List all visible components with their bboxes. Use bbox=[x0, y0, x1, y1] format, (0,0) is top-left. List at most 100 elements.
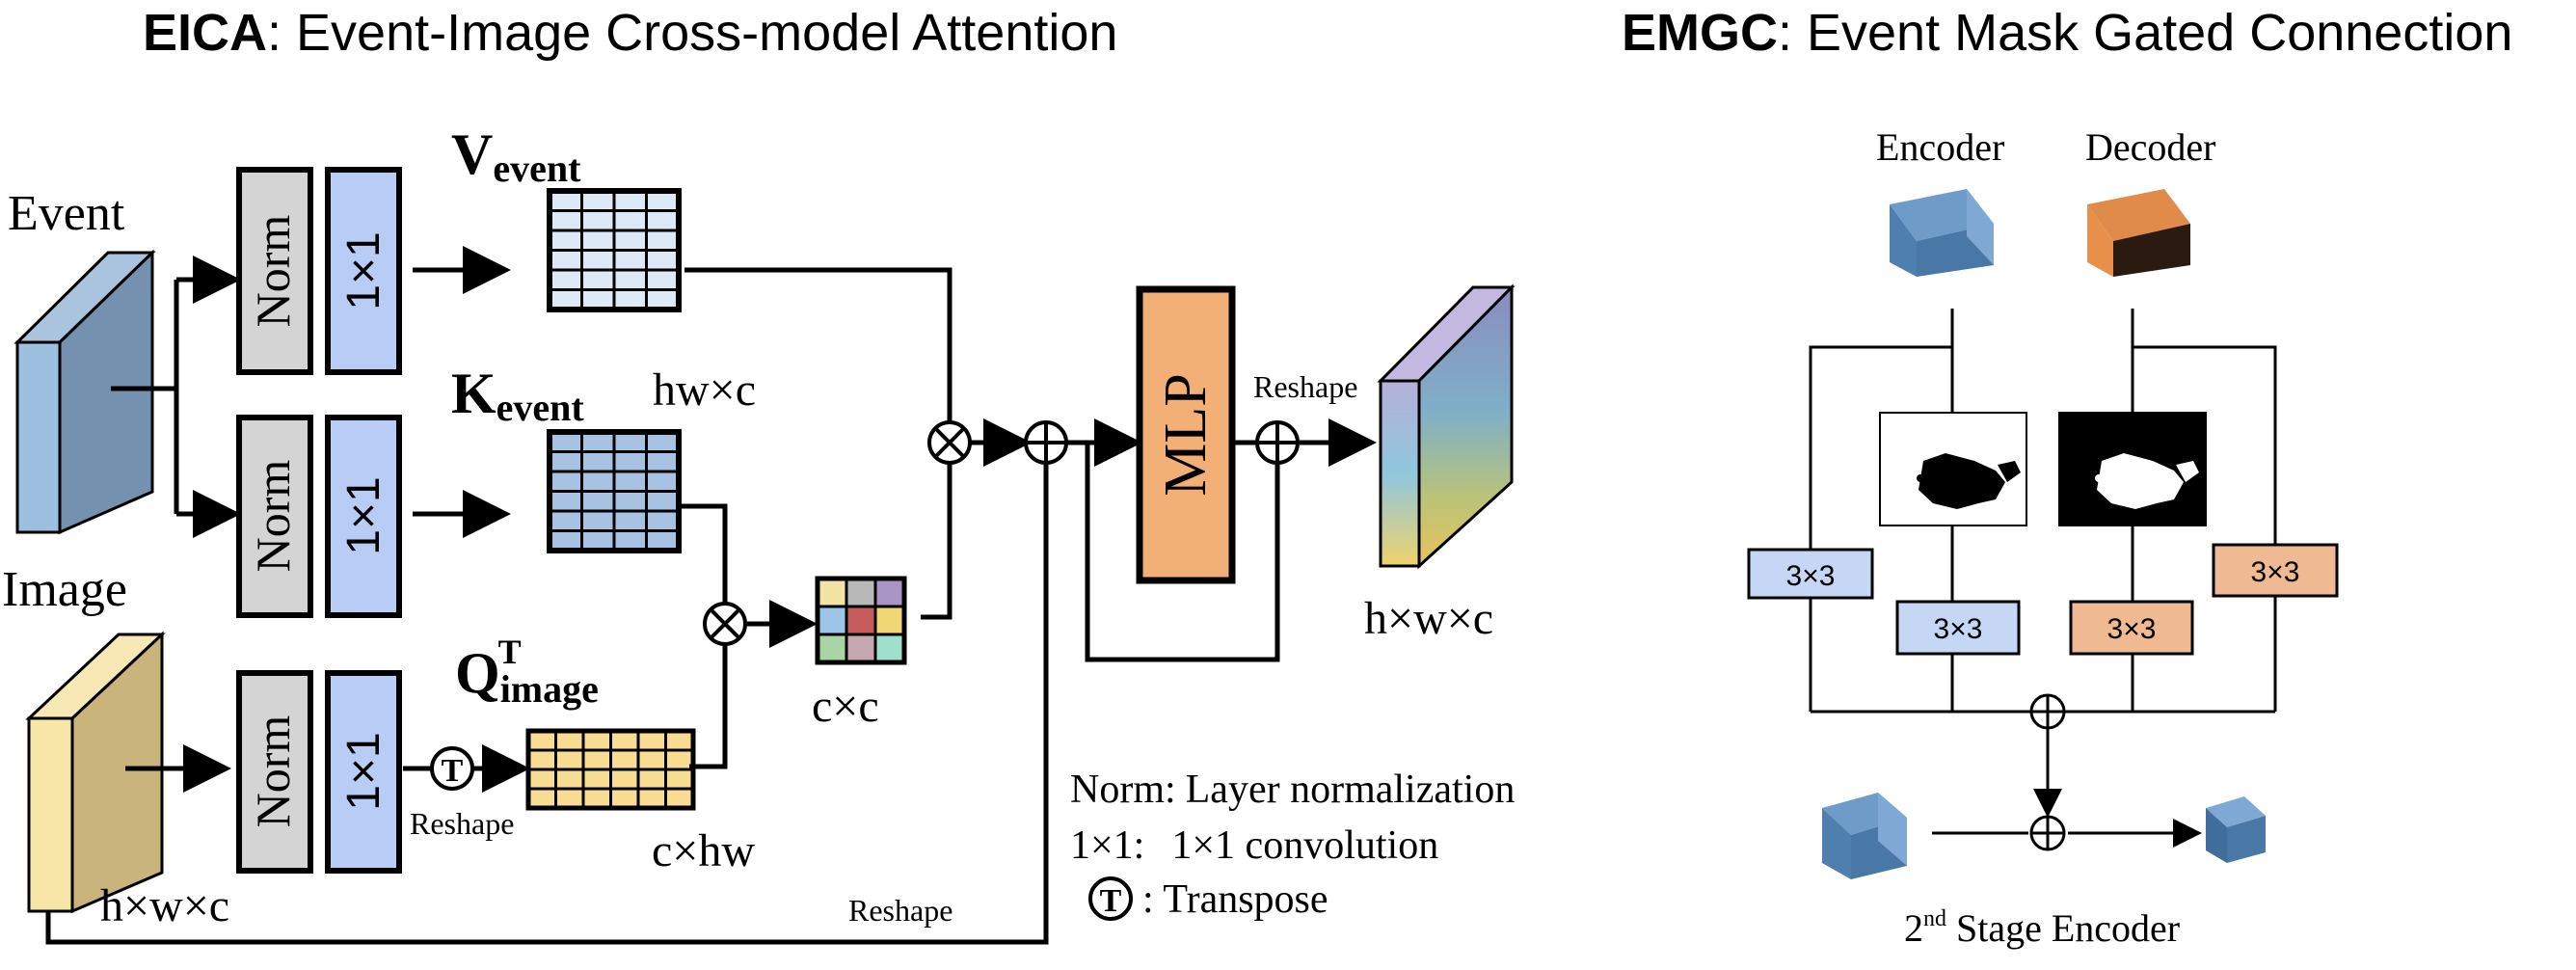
c-c-label: c×c bbox=[812, 681, 879, 732]
output-block bbox=[1377, 283, 1516, 570]
conv3x3-center-orange: 3×3 bbox=[2069, 600, 2194, 656]
v-matrix-cell bbox=[580, 249, 616, 272]
hw-c-label: hw×c bbox=[653, 364, 756, 416]
decoder-block-icon bbox=[2087, 189, 2190, 277]
norm-label-q: Norm bbox=[246, 715, 300, 828]
q-matrix-cell bbox=[609, 729, 640, 752]
emgc-add-op-2 bbox=[2029, 815, 2066, 851]
add-op-1 bbox=[1024, 420, 1068, 465]
q-branch-norm-conv: Norm 1×1 bbox=[236, 670, 402, 874]
conv3x3-left-blue: 3×3 bbox=[1747, 548, 1874, 600]
k-matrix-cell bbox=[612, 450, 648, 473]
v-matrix-cell bbox=[548, 189, 583, 212]
k-matrix-cell bbox=[580, 509, 616, 532]
k-matrix-cell bbox=[548, 509, 583, 532]
v-event-matrix bbox=[547, 188, 682, 312]
k-matrix-cell bbox=[548, 450, 583, 473]
conv-label-k: 1×1 bbox=[338, 476, 389, 554]
k-matrix-cell bbox=[548, 490, 583, 513]
legend-transpose-symbol: T bbox=[1100, 883, 1122, 919]
conv-box-k bbox=[325, 415, 402, 618]
q-matrix-cell bbox=[581, 787, 612, 810]
norm-label-v: Norm bbox=[246, 215, 300, 328]
q-matrix-cell bbox=[526, 748, 557, 771]
add-op-2 bbox=[1255, 420, 1300, 465]
k-matrix-cell bbox=[548, 430, 583, 453]
v-matrix-cell bbox=[548, 288, 583, 311]
reshape-bottom-label: Reshape bbox=[848, 893, 953, 928]
v-matrix-cell bbox=[580, 268, 616, 291]
k-matrix-cell-border bbox=[547, 429, 682, 553]
norm-box-q bbox=[236, 670, 313, 874]
multiply-op-mid bbox=[703, 602, 747, 646]
k-event-label: Kevent bbox=[451, 362, 584, 429]
k-matrix-cell bbox=[548, 470, 583, 493]
svg-text:3×3: 3×3 bbox=[1934, 613, 1983, 645]
k-matrix-cell bbox=[612, 430, 648, 453]
q-matrix-cell bbox=[581, 729, 612, 752]
v-matrix-cell bbox=[645, 209, 681, 232]
v-matrix-cell bbox=[645, 229, 681, 252]
encoder-block-icon bbox=[1890, 189, 1994, 277]
q-matrix-cell bbox=[636, 729, 667, 752]
v-matrix-cell bbox=[645, 249, 681, 272]
v-matrix-cell bbox=[612, 209, 648, 232]
reshape-label-q: Reshape bbox=[410, 806, 514, 841]
c-by-c-matrix bbox=[815, 576, 907, 665]
c-hw-label: c×hw bbox=[652, 825, 755, 876]
k-matrix-cell bbox=[645, 509, 681, 532]
v-matrix-cell bbox=[548, 268, 583, 291]
image-input-block bbox=[25, 631, 166, 914]
legend-norm: Norm:Layer normalization bbox=[1070, 768, 1515, 812]
conv3x3-right-orange: 3×3 bbox=[2212, 543, 2339, 598]
conv-box-q bbox=[325, 670, 402, 874]
cc-matrix-cell bbox=[873, 633, 906, 664]
v-matrix-cell bbox=[612, 268, 648, 291]
k-matrix-cell bbox=[645, 470, 681, 493]
conv3x3-center-blue: 3×3 bbox=[1895, 600, 2021, 656]
q-matrix-cell bbox=[609, 787, 640, 810]
event-label: Event bbox=[8, 186, 125, 241]
k-matrix-cell bbox=[645, 450, 681, 473]
q-matrix-cell-border bbox=[525, 728, 696, 811]
k-matrix-cell bbox=[645, 430, 681, 453]
q-matrix-cell bbox=[609, 768, 640, 791]
k-matrix-cell bbox=[612, 490, 648, 513]
q-matrix-cell bbox=[526, 729, 557, 752]
mlp-label: MLP bbox=[1153, 373, 1219, 496]
v-matrix-cell bbox=[612, 288, 648, 311]
image-label: Image bbox=[2, 562, 127, 617]
k-branch-norm-conv: Norm 1×1 bbox=[236, 415, 402, 618]
v-matrix-cell bbox=[612, 229, 648, 252]
q-matrix-cell bbox=[636, 768, 667, 791]
inverted-mask-image bbox=[2058, 412, 2207, 526]
v-matrix-cell bbox=[548, 229, 583, 252]
q-matrix-cell bbox=[664, 768, 695, 791]
q-matrix-cell bbox=[581, 768, 612, 791]
encoder-label: Encoder bbox=[1876, 125, 2004, 169]
legend-transpose-icon bbox=[1088, 876, 1133, 921]
cc-matrix-cell bbox=[845, 577, 877, 608]
q-matrix-cell bbox=[526, 768, 557, 791]
transpose-icon bbox=[430, 746, 474, 791]
norm-box-v bbox=[236, 167, 313, 375]
stage2-encoder-output-icon bbox=[2206, 796, 2266, 863]
svg-text:3×3: 3×3 bbox=[2251, 556, 2300, 588]
v-matrix-cell bbox=[645, 288, 681, 311]
mlp-block bbox=[1136, 285, 1236, 584]
k-matrix-cell bbox=[612, 509, 648, 532]
legend: Norm:Layer normalization 1×1:1×1 convolu… bbox=[1070, 768, 1515, 922]
cc-matrix-cell bbox=[845, 633, 877, 664]
q-matrix-cell bbox=[554, 748, 585, 771]
multiply-op-top bbox=[927, 420, 972, 465]
norm-box-k bbox=[236, 415, 313, 618]
q-matrix-cell bbox=[554, 768, 585, 791]
v-matrix-cell bbox=[580, 209, 616, 232]
v-matrix-cell bbox=[645, 268, 681, 291]
emgc-title: EMGC: Event Mask Gated Connection bbox=[1622, 4, 2512, 62]
q-matrix-cell bbox=[554, 787, 585, 810]
reshape-out-label: Reshape bbox=[1253, 369, 1357, 404]
k-matrix-cell bbox=[580, 470, 616, 493]
cc-matrix-cell bbox=[873, 605, 906, 636]
